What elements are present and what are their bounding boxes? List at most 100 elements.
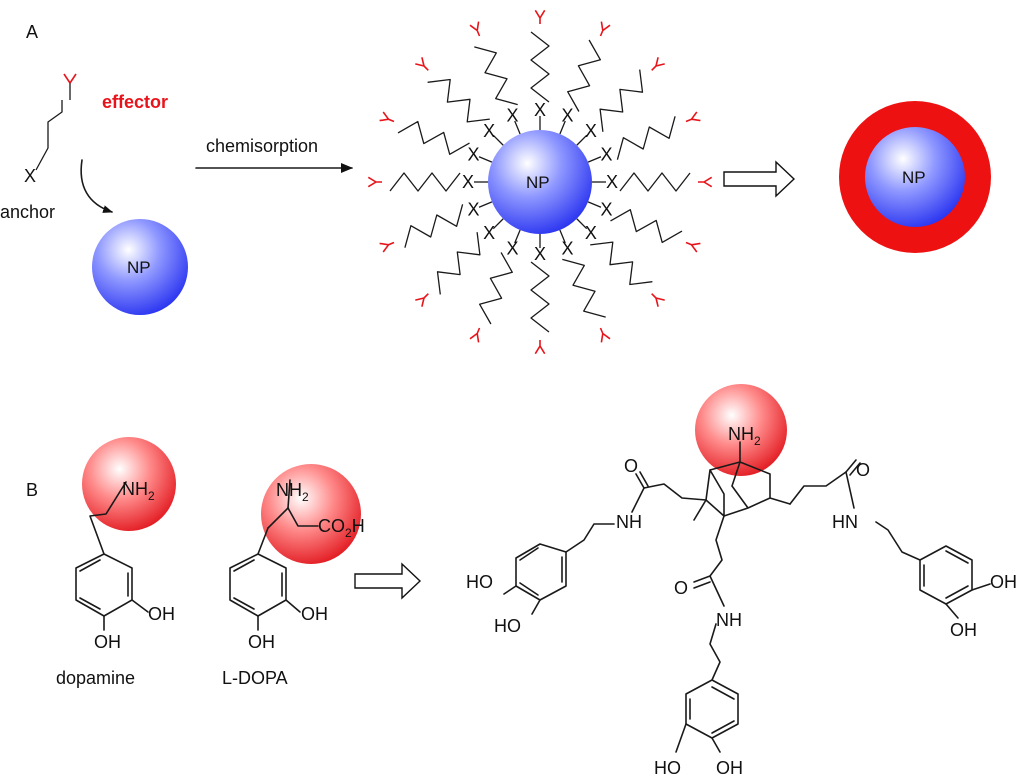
spoke-chain [404,204,464,248]
curved-arrow [80,159,113,213]
effector-y-icon [651,57,665,71]
anchor-atom: X [24,166,36,186]
left-oxygen: O [624,456,638,476]
ldopa-oh-para: OH [248,632,275,652]
right-amide: HN [832,512,858,532]
spoke-chain [530,31,550,103]
right-oxygen: O [856,460,870,480]
effector-y-icon [599,21,611,37]
panel-label-a: A [26,22,38,42]
np-label-functionalized: NP [526,173,550,192]
ldopa-amine: NH [276,480,302,500]
ldopa-structure: NH 2 CO2H OH OH [229,464,365,652]
spoke-chain [474,46,518,106]
spoke-tether [492,218,504,230]
core-amine: NH [728,424,754,444]
hollow-arrow-a [723,160,796,198]
spoke-anchor-atom: X [534,100,546,120]
bottom-oh: OH [716,758,743,778]
spoke-chain [590,241,653,286]
spoke-chain [616,116,676,160]
ldopa-acid-a: CO [318,516,345,536]
chemisorption-label: chemisorption [206,136,318,156]
effector-y-icon [685,111,701,123]
hollow-arrow-b [354,562,422,600]
effector-y-icon [698,176,713,188]
np-coated: NP [839,101,991,253]
spoke-chain [599,69,644,132]
left-amide: NH [616,512,642,532]
spoke-tether [559,120,566,135]
effector-y-icon [534,9,546,24]
dopamine-oh-para: OH [94,632,121,652]
ldopa-acid-b: H [352,516,365,536]
ldopa-oh-meta: OH [301,604,328,624]
spoke-chain [397,120,470,155]
spoke-anchor-atom: X [585,223,597,243]
effector-y-icon [599,327,611,343]
spoke-chain [562,258,606,318]
spoke-chain [389,172,461,192]
spoke-anchor-atom: X [467,144,479,164]
spoke-chain [436,232,481,295]
effector-y-icon [367,176,382,188]
svg-text:NH2: NH2 [122,479,155,503]
spoke-chain [567,39,602,112]
ligand-chain: X [24,73,77,186]
bottom-oxygen: O [674,578,688,598]
spoke-chain [478,252,513,325]
spoke-tether [576,134,588,146]
svg-text:CO2H: CO2H [318,516,365,540]
effector-y-icon [415,57,429,71]
spoke-tether [492,134,504,146]
np-functionalized-core [488,130,592,234]
dendrimer-structure: NH2 O NH HO HO O HN OH OH O [466,384,1017,778]
np-label-bare: NP [127,258,151,277]
panel-label-b: B [26,480,38,500]
spoke-anchor-atom: X [506,239,518,259]
ldopa-acid-sub: 2 [345,526,352,540]
effector-y-icon [415,293,429,307]
effector-y-icon [685,241,701,253]
spoke-anchor-atom: X [601,200,613,220]
effector-y-icon [651,293,665,307]
effector-label: effector [102,92,168,112]
right-oh-2: OH [950,620,977,640]
bottom-ho: HO [654,758,681,778]
dopamine-amine: NH [122,479,148,499]
left-ho-2: HO [494,616,521,636]
spoke-tether [478,156,493,163]
spoke-anchor-atom: X [601,144,613,164]
dopamine-oh-meta: OH [148,604,175,624]
core-amine-sub: 2 [754,434,761,448]
spoke-tether [514,120,521,135]
spoke-anchor-atom: X [585,121,597,141]
spoke-tether [587,201,602,208]
spoke-anchor-atom: X [467,200,479,220]
dopamine-name: dopamine [56,668,135,688]
spoke-chain [610,209,683,244]
effector-y-icon [63,73,77,84]
spoke-tether [576,218,588,230]
spoke-chain [530,261,550,333]
spoke-chain [427,78,490,123]
spoke-anchor-atom: X [483,121,495,141]
svg-text:NH2: NH2 [728,424,761,448]
spoke-anchor-atom: X [483,223,495,243]
spoke-anchor-atom: X [562,239,574,259]
np-bare: NP [92,219,188,315]
anchor-label: anchor [0,202,55,222]
spoke-chain [619,172,691,192]
effector-y-icon [379,111,395,123]
spoke-tether [587,156,602,163]
spoke-anchor-atom: X [606,172,618,192]
effector-y-icon [469,327,481,343]
spoke-anchor-atom: X [562,105,574,125]
bottom-amide: NH [716,610,742,630]
dopamine-structure: NH2 OH OH [75,437,176,652]
spoke-anchor-atom: X [462,172,474,192]
right-oh: OH [990,572,1017,592]
effector-y-icon [379,241,395,253]
